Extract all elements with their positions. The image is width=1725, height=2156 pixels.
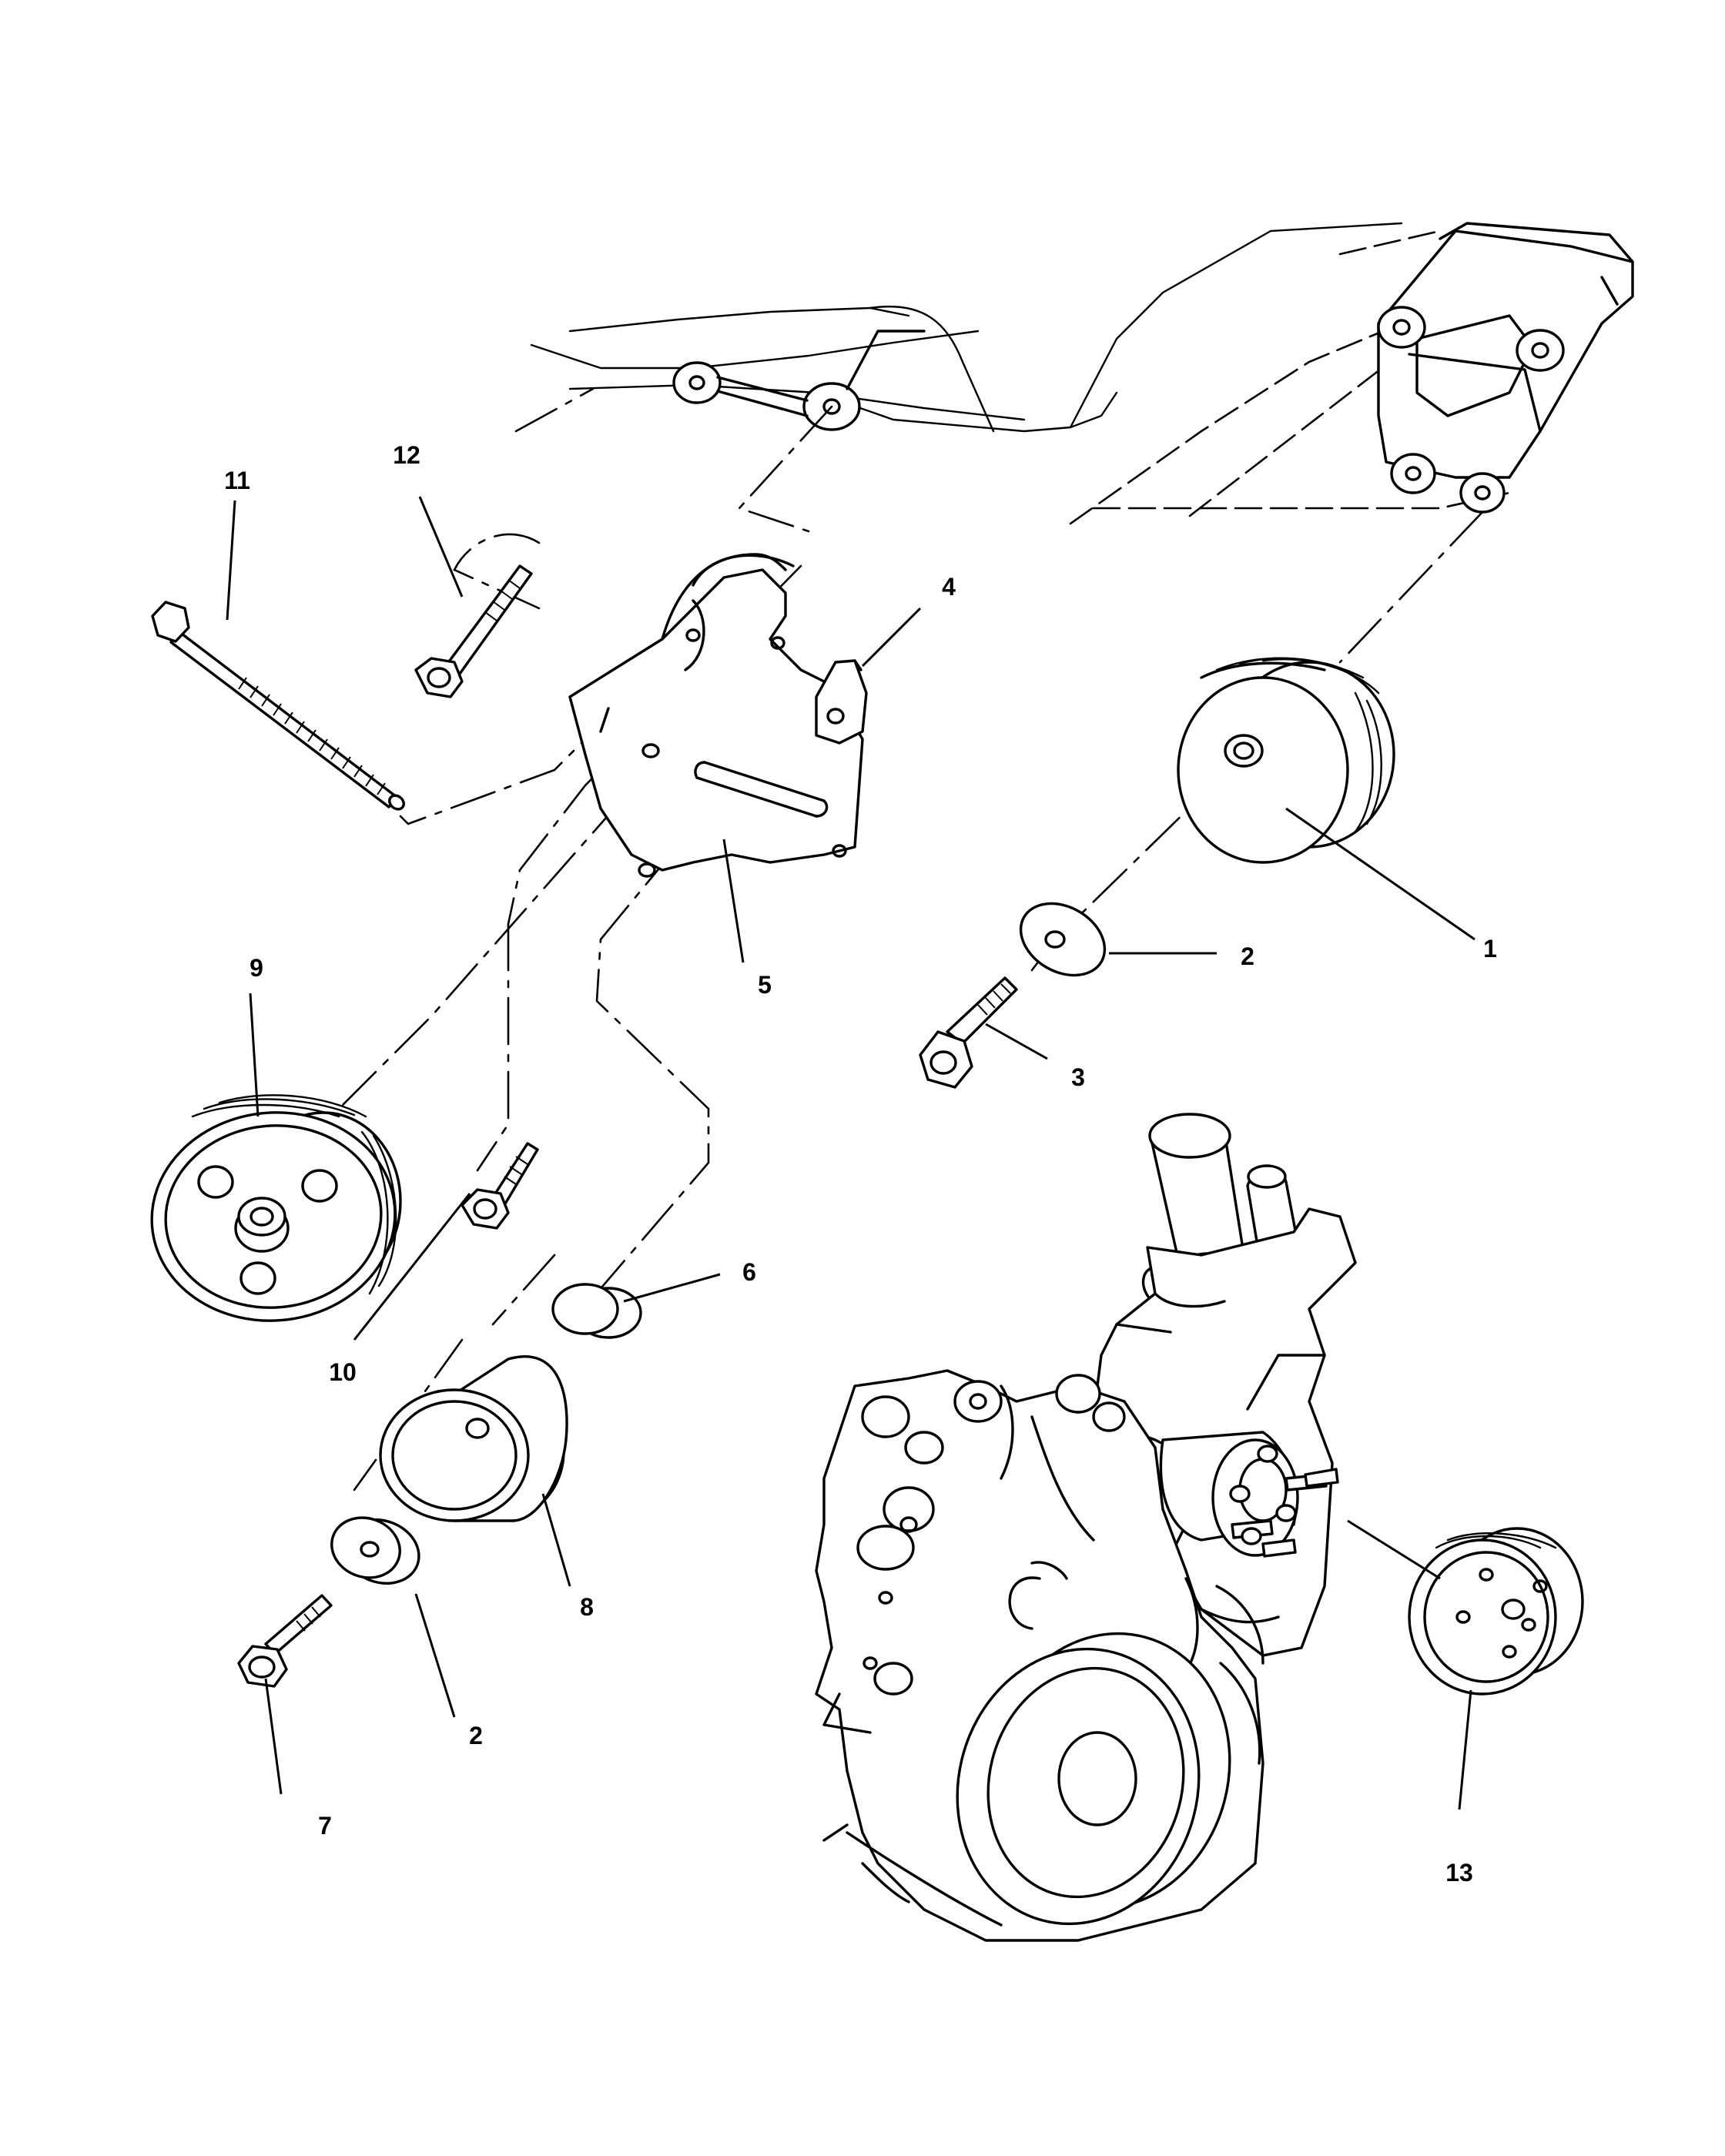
part-10-bolt [461,1142,539,1230]
callout-4: 4 [942,573,956,601]
callout-3: 3 [1071,1063,1085,1091]
part-7-bolt [237,1594,333,1688]
mounting-bracket [1377,222,1634,514]
callout-10: 10 [329,1358,357,1386]
callout-7: 7 [318,1812,332,1840]
callout-5: 5 [758,971,772,999]
part-2-washer-left [330,1516,420,1585]
part-3-bolt-right [919,976,1018,1089]
part-13-hub-pulley [1347,1519,1584,1696]
part-5-bracket [568,553,864,878]
part-2-washer-right [1019,902,1107,977]
callout-labels: 1 2 2 3 4 5 6 7 8 9 10 11 12 13 [224,441,1497,1886]
part-12-bolt [414,564,533,698]
callout-2b: 2 [469,1722,483,1749]
part-1-pulley [1177,657,1395,864]
part-9-pulley [150,1094,402,1322]
callout-8: 8 [580,1593,594,1621]
callout-6: 6 [742,1258,756,1286]
leader-lines [226,496,1475,1810]
part-6-spacer [551,1283,642,1339]
timing-cover-assembly [815,1113,1357,1942]
callout-11: 11 [224,467,250,494]
callout-13: 13 [1445,1859,1473,1886]
callout-12: 12 [393,441,420,469]
callout-2a: 2 [1241,942,1254,970]
callout-1: 1 [1483,935,1497,962]
engine-block-outline [530,222,1511,525]
part-8-idler-pulley [379,1355,568,1522]
part-4-clip [815,659,868,745]
callout-9: 9 [250,954,263,982]
part-11-long-bolt [151,601,405,811]
